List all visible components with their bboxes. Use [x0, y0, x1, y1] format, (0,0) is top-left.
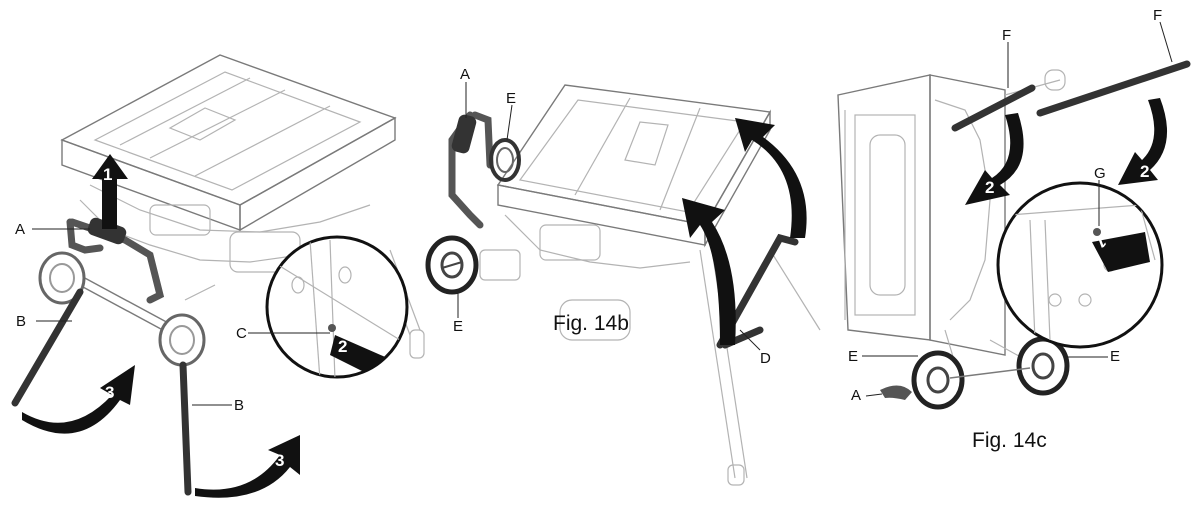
caption-fig-14b: Fig. 14b [553, 312, 629, 335]
arrow-fold-lower [682, 198, 736, 345]
step-2-label: 2 [338, 337, 347, 356]
arrow-step-2-left-14c: 2 [965, 113, 1024, 205]
wheel-left-14a [38, 251, 86, 305]
figure-14c: 2 2 1 F F [837, 7, 1191, 452]
arrow-fold-upper [735, 118, 807, 238]
label-a-14b: A [460, 66, 470, 83]
label-b-left: B [16, 313, 26, 330]
label-a-14a: A [15, 221, 25, 238]
label-e-right-14c: E [1110, 348, 1120, 365]
step-2-left-label: 2 [985, 178, 994, 197]
label-e-top-14b: E [506, 90, 516, 107]
step-3-right-label: 3 [275, 451, 284, 470]
step-2-right-label: 2 [1140, 162, 1149, 181]
arrow-step-1-lift: 1 [92, 154, 128, 229]
leg-f-right [1036, 60, 1191, 117]
label-e-wheel-14b: E [453, 318, 463, 335]
wheel-e-14b [425, 235, 479, 295]
caption-fig-14c: Fig. 14c [972, 429, 1047, 452]
label-b-right: B [234, 397, 244, 414]
wheel-right-14a [158, 313, 206, 367]
step-1-label: 1 [103, 165, 112, 184]
label-c: C [236, 325, 247, 342]
label-f-right-14c: F [1153, 7, 1162, 24]
handle-grip-14b [451, 114, 477, 154]
leg-b-right [179, 361, 192, 496]
arrow-step-3-left: 3 [22, 365, 135, 434]
cord-wrap-e-14b [489, 138, 521, 182]
detail-circle-14a: 2 [265, 235, 409, 379]
leg-f-left [951, 84, 1036, 132]
label-f-left-14c: F [1002, 27, 1011, 44]
handle-grip-14a [87, 217, 127, 245]
label-a-14c: A [851, 387, 861, 404]
wheel-e-right-14c [1016, 336, 1070, 396]
wheel-e-left-14c [911, 350, 965, 410]
leg-b-left [11, 288, 84, 407]
arrow-step-1-press-14c [1092, 232, 1150, 272]
arrow-step-3-right: 3 [195, 435, 300, 498]
step-3-left-label: 3 [105, 383, 114, 402]
figure-14a: 1 3 3 2 [11, 54, 425, 498]
figure-14b: A E E D Fig. 14b [425, 66, 821, 486]
arrow-step-2-right-14c: 2 [1118, 98, 1168, 185]
handle-a-14c [880, 385, 912, 400]
label-d-14b: D [760, 350, 771, 367]
label-g-14c: G [1094, 165, 1106, 182]
detail-circle-14c: 1 [996, 181, 1164, 349]
label-e-left-14c: E [848, 348, 858, 365]
